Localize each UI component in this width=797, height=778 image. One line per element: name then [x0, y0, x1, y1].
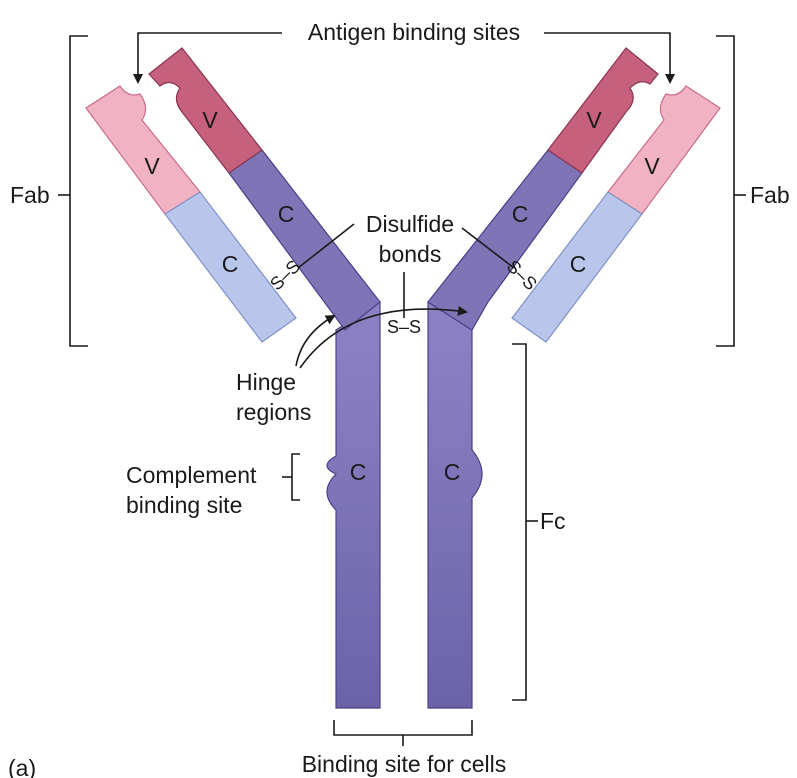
disulfide-bond-hinge: S–S	[387, 317, 421, 337]
heavy-chain-right-arm-constant	[427, 149, 583, 331]
hinge-arrow-left	[295, 315, 336, 367]
cell-binding-label: Binding site for cells	[302, 751, 507, 777]
light-chain-left-constant	[164, 191, 297, 343]
disulfide-label-line1: Disulfide	[366, 211, 454, 237]
fab-right-label: Fab	[750, 182, 790, 208]
antigen-arrow-left	[133, 32, 282, 84]
heavy-left-constant-label: C	[278, 201, 295, 227]
fab-right-bracket	[716, 35, 735, 347]
cell-binding-bracket	[333, 720, 473, 736]
heavy-chain-left-variable	[148, 47, 263, 174]
heavy-right-stem-constant-label: C	[444, 459, 461, 485]
heavy-chain-right-variable	[547, 47, 659, 174]
light-left-variable-label: V	[144, 153, 160, 179]
panel-label: (a)	[8, 755, 36, 778]
heavy-left-stem-constant-label: C	[350, 459, 367, 485]
antigen-binding-sites-label: Antigen binding sites	[308, 19, 520, 45]
complement-label-line1: Complement	[126, 462, 257, 488]
disulfide-pointer-right	[461, 227, 515, 269]
antigen-arrow-right	[544, 32, 675, 84]
light-chain-right-variable	[607, 85, 721, 215]
disulfide-label-line2: bonds	[379, 241, 442, 267]
heavy-right-constant-label: C	[512, 201, 529, 227]
fc-bracket	[512, 343, 527, 701]
fab-left-bracket	[69, 35, 88, 347]
heavy-left-variable-label: V	[202, 107, 218, 133]
heavy-chain-right-stem	[427, 300, 483, 709]
light-chain-right-constant	[511, 191, 643, 343]
complement-label-line2: binding site	[126, 492, 242, 518]
disulfide-pointer-left	[297, 223, 355, 269]
light-right-constant-label: C	[570, 251, 587, 277]
light-right-variable-label: V	[644, 153, 660, 179]
complement-bracket	[291, 453, 300, 501]
heavy-right-variable-label: V	[586, 107, 602, 133]
heavy-chain-left-stem	[326, 300, 381, 709]
fab-left-label: Fab	[10, 182, 50, 208]
light-chain-left-variable	[85, 85, 201, 215]
fc-label: Fc	[540, 508, 566, 534]
hinge-label-line2: regions	[236, 399, 311, 425]
light-left-constant-label: C	[222, 251, 239, 277]
hinge-label-line1: Hinge	[236, 369, 296, 395]
hinge-arrow-right	[299, 305, 468, 369]
